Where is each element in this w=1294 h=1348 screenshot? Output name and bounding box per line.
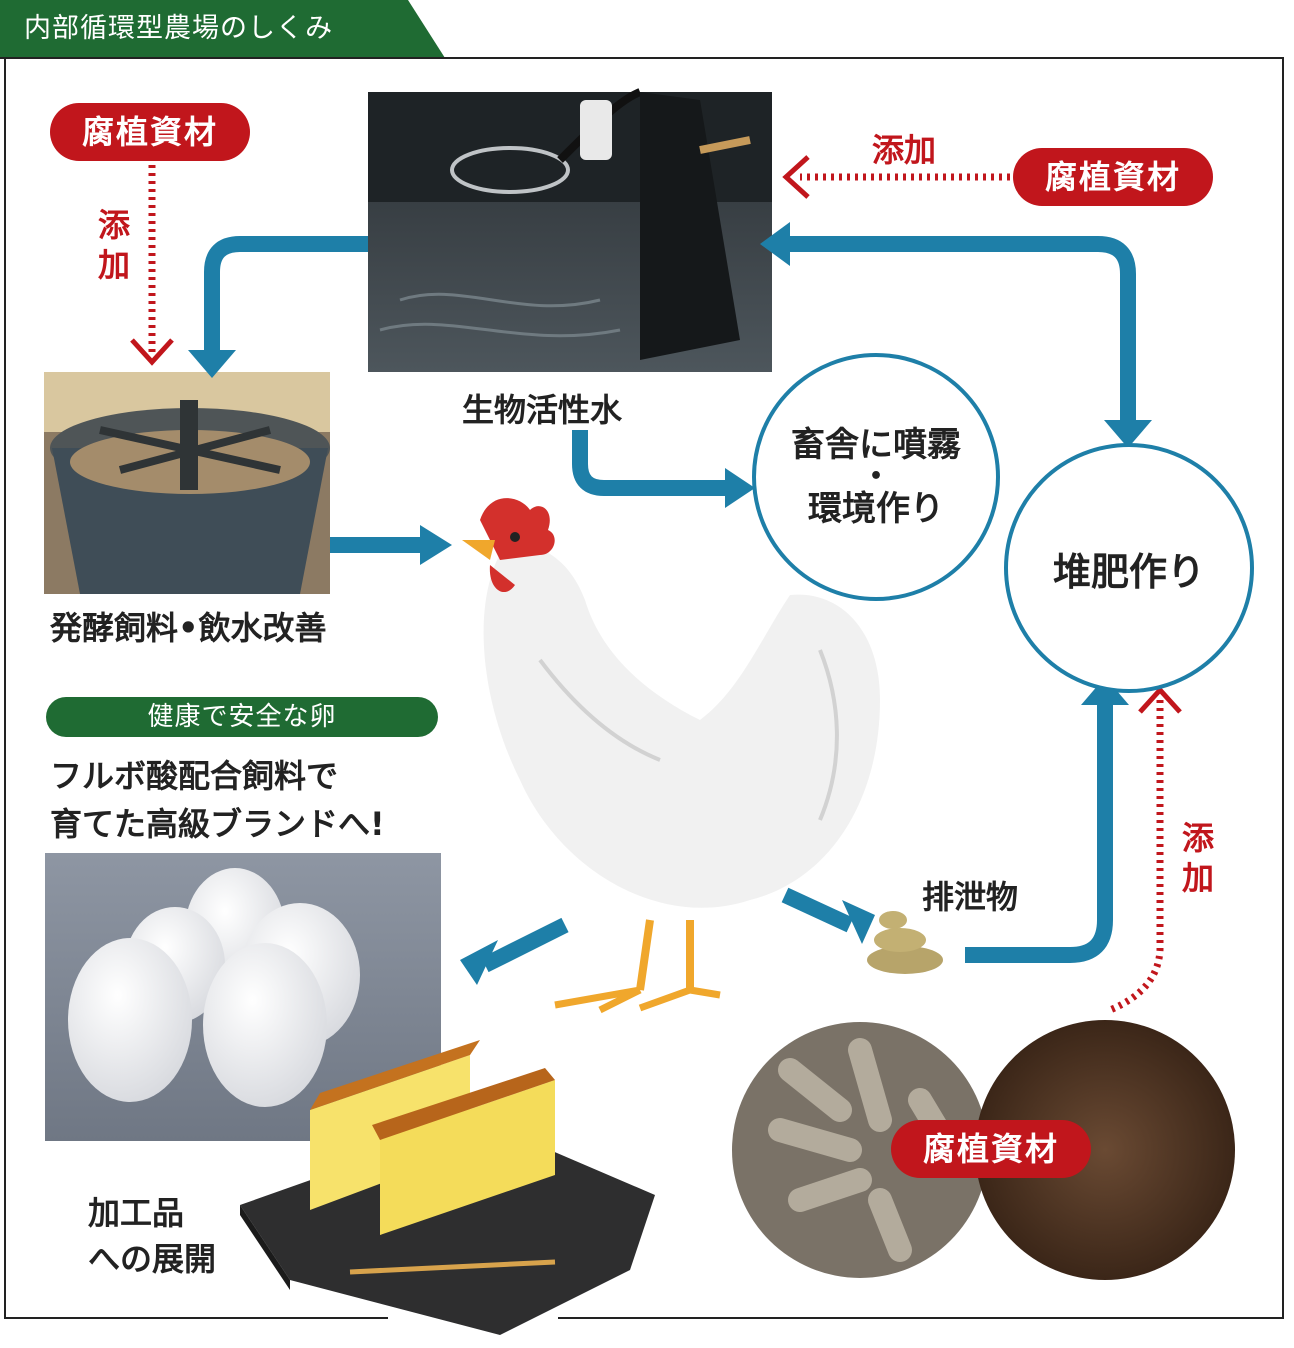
add-label-right-char2: 加 — [1182, 859, 1215, 897]
fermented-feed-label: 発酵飼料•飲水改善 — [50, 609, 327, 647]
frame-border-bottom-right — [558, 1317, 1284, 1319]
processed-line1: 加工品 — [88, 1194, 185, 1232]
egg-description-line2: 育てた高級ブランドへ! — [50, 805, 385, 843]
humic-soil-photo — [975, 1020, 1235, 1280]
add-label-right-char1: 添 — [1182, 819, 1215, 857]
excrement-illustration — [867, 911, 943, 974]
compost-circle-label: 堆肥作り — [1052, 549, 1205, 594]
water-tank-photo — [368, 88, 772, 372]
healthy-egg-badge: 健康で安全な卵 — [46, 697, 438, 737]
spray-circle-line2: 環境作り — [808, 489, 944, 529]
humic-material-badge-top-left: 腐植資材 — [50, 103, 250, 161]
add-label-top-right: 添加 — [872, 131, 937, 169]
frame-border-bottom-left — [4, 1317, 388, 1319]
egg-description: フルボ酸配合飼料で 育てた高級ブランドへ! — [50, 752, 385, 848]
frame-border-right — [1282, 57, 1284, 1319]
humic-pellets-photo — [732, 1022, 988, 1278]
fermented-feed-mixer-photo — [44, 372, 330, 594]
humic-material-badge-bottom: 腐植資材 — [891, 1120, 1091, 1178]
egg-description-line1: フルボ酸配合飼料で — [50, 757, 339, 795]
blue-arrows — [204, 236, 1136, 973]
add-label-left-char1: 添 — [98, 206, 131, 244]
chicken-illustration — [462, 498, 880, 1014]
add-label-right: 添 加 — [1182, 818, 1214, 898]
eggs-photo — [45, 853, 441, 1141]
add-label-left: 添 加 — [98, 205, 130, 285]
excrement-label: 排泄物 — [922, 878, 1019, 916]
frame-border-top — [0, 57, 1284, 59]
frame-border-left — [4, 57, 6, 1319]
processed-line2: への展開 — [88, 1240, 217, 1278]
spray-circle-line1: 畜舎に噴霧 — [791, 425, 961, 465]
red-dotted-arrows — [148, 165, 1164, 1014]
compost-circle: 堆肥作り — [1004, 443, 1254, 693]
spray-circle-dot: • — [868, 464, 884, 489]
add-label-left-char2: 加 — [98, 246, 131, 284]
page-title: 内部循環型農場のしくみ — [0, 0, 445, 58]
castella-cake-illustration — [240, 1040, 655, 1335]
humic-material-badge-top-right: 腐植資材 — [1013, 148, 1213, 206]
bioactive-water-label: 生物活性水 — [462, 391, 623, 429]
processed-products-label: 加工品 への展開 — [88, 1190, 216, 1282]
spray-environment-circle: 畜舎に噴霧 • 環境作り — [752, 353, 1000, 601]
